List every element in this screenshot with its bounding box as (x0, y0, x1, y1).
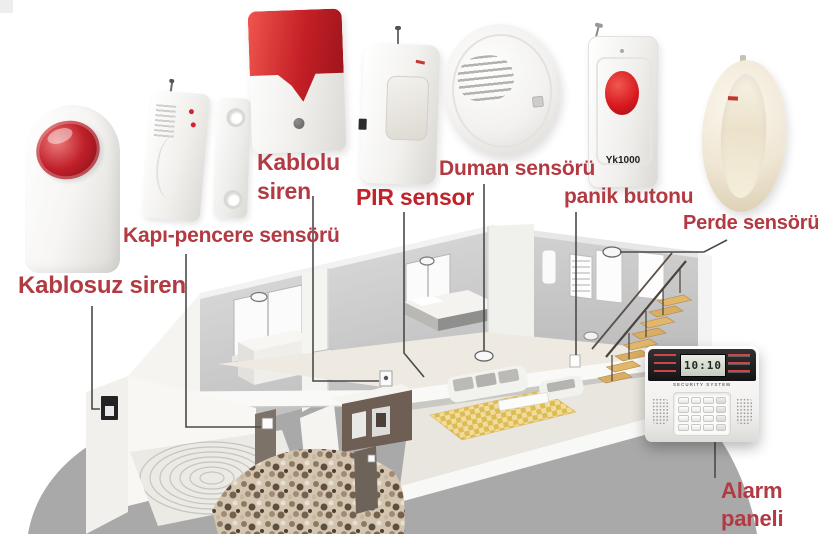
status-indicators (728, 354, 750, 376)
wireless-siren-product-image (25, 105, 120, 273)
led-icon (727, 96, 739, 101)
label-line: Kablolu (257, 149, 340, 175)
panic-button-product-image: Yk1000 (588, 25, 658, 188)
model-label: Yk1000 (605, 155, 641, 166)
panel-key (690, 397, 701, 404)
sensor-transmitter (141, 89, 211, 223)
smoke-detector-product-image (436, 18, 566, 162)
floor-sensor-icon (583, 331, 599, 341)
alarm-keypad (673, 392, 731, 436)
radiator (572, 260, 590, 292)
detector-body (436, 18, 566, 162)
lcd-display: 10:10 (680, 354, 726, 377)
leader-door-window (185, 254, 261, 428)
sensor-body (698, 57, 790, 215)
panel-key (690, 415, 701, 422)
partition-wall (302, 268, 328, 412)
hall-door (595, 249, 623, 304)
label-wireless-siren: Kablosuz siren (18, 272, 186, 299)
panel-key (703, 424, 714, 431)
panel-brand-text: SECURITY SYSTEM (673, 382, 731, 387)
window-sensor-icon (250, 291, 268, 303)
panel-key (715, 406, 726, 413)
panel-key (678, 424, 689, 431)
bed (404, 290, 502, 331)
label-wired-siren: Kablolu siren (257, 148, 340, 207)
coffee-table (497, 392, 550, 411)
speaker-grille-icon (736, 398, 752, 424)
label-smoke-sensor: Duman sensörü (439, 157, 596, 180)
mount-nub (740, 55, 746, 63)
led-icon (188, 108, 195, 115)
panel-key (715, 415, 726, 422)
face-outline (596, 57, 652, 165)
screw-hole-icon (226, 107, 246, 128)
stair-rail-front (605, 260, 687, 358)
stair-posts (611, 267, 681, 381)
door-window-sensor-product-image (141, 80, 253, 225)
leader-wired-siren (312, 196, 379, 382)
door-sensor-icon (367, 454, 376, 463)
connector-port (358, 118, 367, 130)
smoke-sensor-mounted-icon (474, 350, 494, 362)
label-line: siren (257, 178, 311, 205)
led-icon (620, 49, 624, 53)
panel-display-band: 10:10 (648, 349, 756, 381)
leader-wireless-siren (91, 306, 100, 410)
label-line: Alarm (721, 478, 783, 503)
panel-key (703, 415, 714, 422)
alarm-panel-product-image: 10:10 SECURITY SYSTEM (645, 346, 759, 442)
door-sensor-icon (261, 417, 274, 430)
front-door (354, 446, 378, 514)
screw-hole-icon (223, 189, 243, 210)
kitchen (332, 384, 412, 452)
leader-curtain (620, 239, 728, 253)
curtain-sensor-icon (602, 246, 622, 258)
window-sensor-icon (419, 256, 435, 266)
pir-sensor-product-image (358, 26, 441, 186)
label-panic-button: panik butonu (564, 185, 694, 208)
panic-button-mounted-icon (569, 354, 581, 368)
corner-artifact (0, 0, 13, 13)
panel-key (690, 406, 701, 413)
button-body: Yk1000 (588, 36, 658, 188)
test-button (531, 95, 544, 108)
panel-key (678, 406, 689, 413)
panel-key (715, 424, 726, 431)
label-alarm-panel: Alarm paneli (721, 477, 784, 533)
curtain-lens (717, 72, 770, 200)
panel-key (678, 415, 689, 422)
red-panic-button (605, 71, 639, 115)
label-curtain-sensor: Perde sensörü (683, 212, 818, 234)
leader-lines (91, 184, 728, 478)
pir-detection-window (385, 75, 430, 141)
label-door-window-sensor: Kapı-pencere sensörü (123, 224, 340, 247)
sensor-magnet-bar (212, 97, 252, 219)
panel-key (690, 424, 701, 431)
stair-rail-back (591, 252, 673, 350)
staircase (591, 252, 692, 384)
status-indicators (654, 354, 676, 376)
panel-key (715, 397, 726, 404)
led-icon (415, 59, 426, 65)
right-cut-wall (698, 252, 712, 368)
sensor-body (358, 42, 441, 186)
panel-key (678, 397, 689, 404)
sofa (447, 365, 529, 403)
decorative-curve (155, 133, 193, 201)
leader-pir (403, 212, 425, 378)
antenna-icon (395, 26, 401, 46)
panel-key (703, 406, 714, 413)
speaker-grille-icon (652, 398, 668, 424)
led-icon (190, 122, 196, 128)
panel-key (703, 397, 714, 404)
armchair (539, 375, 584, 401)
label-line: paneli (721, 506, 784, 532)
curtain-sensor-product-image (698, 55, 790, 215)
label-pir-sensor: PIR sensor (356, 184, 475, 210)
wired-siren-product-image (247, 8, 347, 154)
